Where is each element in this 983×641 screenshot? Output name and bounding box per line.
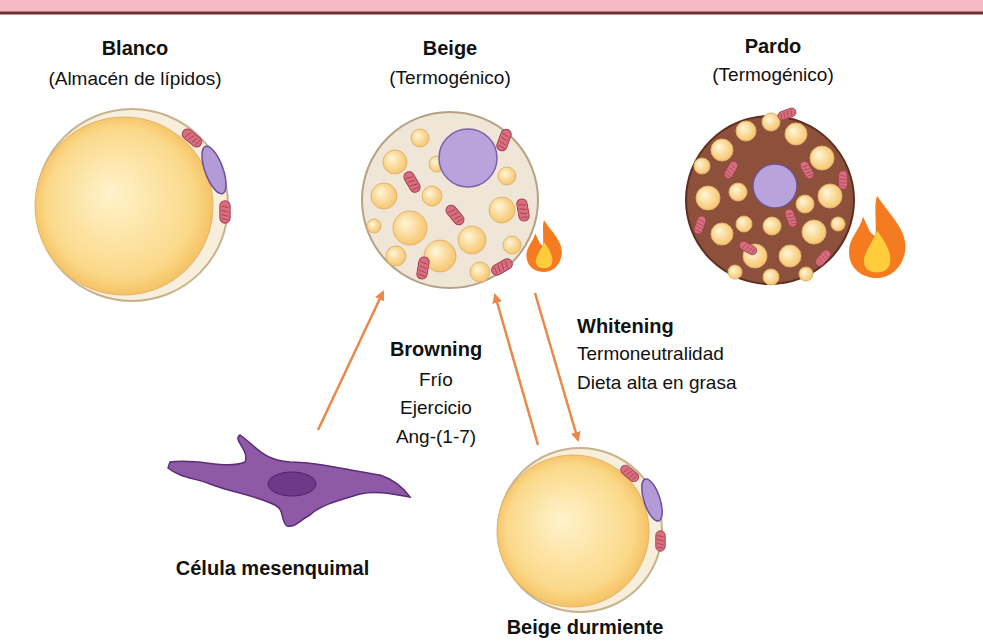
process-name: Browning	[390, 337, 482, 361]
cell-node: Beige durmiente	[480, 445, 690, 641]
cell-name: Beige	[350, 36, 550, 60]
cell-node: Beige (Termogénico)	[350, 36, 550, 290]
cell-node: Célula mesenquimal	[140, 430, 405, 588]
process-factor: Ejercicio	[400, 397, 472, 420]
process-factor: Termoneutralidad	[577, 343, 724, 366]
cell-name: Célula mesenquimal	[140, 556, 405, 580]
cell-node: Blanco (Almacén de lípidos)	[25, 36, 245, 300]
cell-name: Blanco	[25, 36, 245, 60]
process-arrow	[318, 292, 383, 430]
process-factor: Ang-(1-7)	[396, 426, 476, 449]
cell-name: Beige durmiente	[480, 615, 690, 639]
cell-role: (Termogénico)	[673, 64, 873, 87]
cell-name: Pardo	[673, 34, 873, 58]
process-factor: Frío	[419, 369, 453, 392]
process-arrow	[495, 295, 538, 445]
process-arrow	[535, 293, 578, 440]
process-factor: Dieta alta en grasa	[577, 372, 737, 395]
cell-role: (Termogénico)	[350, 67, 550, 90]
cell-node: Pardo (Termogénico)	[673, 34, 873, 288]
process-name: Whitening	[577, 314, 674, 338]
cell-role: (Almacén de lípidos)	[25, 68, 245, 91]
